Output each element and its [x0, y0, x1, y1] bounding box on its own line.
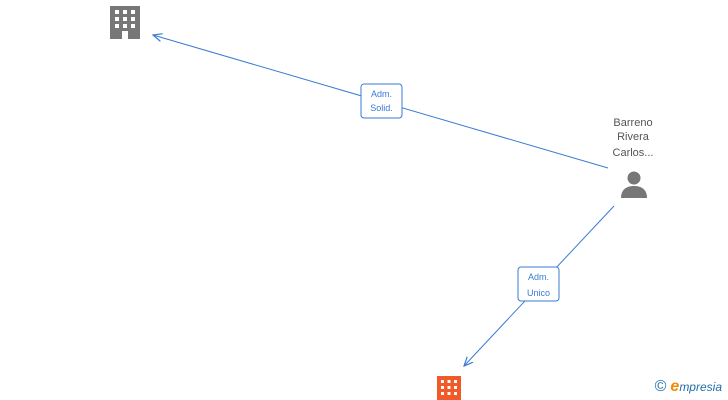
edge-label-line-2: Solid. [370, 103, 393, 113]
edge-adm-unico: Adm. Unico [464, 205, 615, 366]
edge-label-line-1: Adm. [528, 272, 549, 282]
person-name-line-1: Barreno [613, 117, 652, 129]
person-name-line-3: Carlos... [613, 147, 654, 159]
edge-label-box [360, 83, 403, 119]
edge-label-box [517, 266, 560, 302]
person-node[interactable]: Barreno Rivera Carlos... [613, 117, 654, 198]
edge-label-line-1: Adm. [371, 89, 392, 99]
edge-label-line-2: Unico [527, 288, 550, 298]
brand-logo: empresia [670, 378, 722, 396]
edge-adm-solid: Adm. Solid. [153, 35, 609, 169]
person-icon [621, 171, 647, 198]
brand-initial: e [670, 378, 680, 395]
empresia-watermark: © empresia [655, 376, 722, 398]
person-name-line-2: Rivera [617, 131, 650, 143]
company-node-bottom[interactable] [437, 376, 461, 400]
brand-rest: mpresia [679, 380, 722, 394]
building-icon [437, 376, 461, 400]
company-node-top[interactable] [110, 6, 140, 39]
copyright-icon: © [654, 378, 667, 395]
building-icon [110, 6, 140, 39]
